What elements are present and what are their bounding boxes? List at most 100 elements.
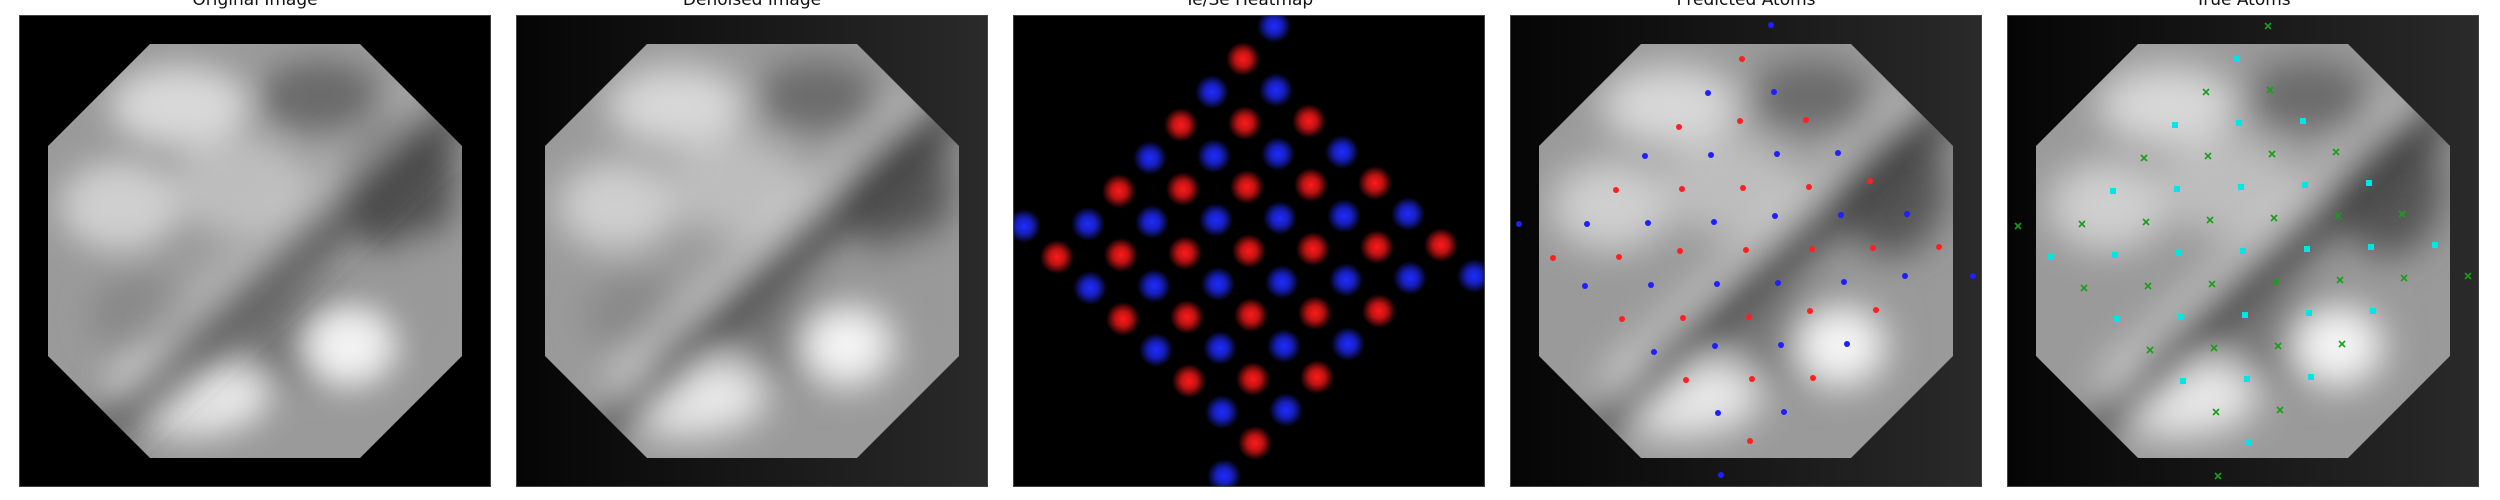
true-se-atom: [2210, 344, 2218, 352]
true-se-atom: [2338, 340, 2346, 348]
te-heat-spot: [1168, 236, 1202, 270]
true-te-atom: [2238, 184, 2244, 190]
true-se-atom: [2214, 472, 2222, 480]
true-te-atom: [2244, 376, 2250, 382]
te-heat-spot: [1424, 228, 1458, 262]
se-heat-spot: [1457, 259, 1484, 293]
panel-predicted-atoms: [1510, 15, 1982, 487]
true-te-atom: [2178, 314, 2184, 320]
predicted-se-atom: [1841, 279, 1847, 285]
true-te-atom: [2432, 242, 2438, 248]
te-heat-spot: [1294, 168, 1328, 202]
se-heat-spot: [1137, 269, 1171, 303]
te-heat-spot: [1360, 230, 1394, 264]
true-te-atom: [2242, 312, 2248, 318]
se-heat-spot: [1331, 327, 1365, 361]
se-heat-spot: [1257, 16, 1291, 43]
predicted-te-atom: [1613, 187, 1619, 193]
true-te-atom: [2048, 254, 2054, 260]
predicted-se-atom: [1835, 150, 1841, 156]
se-heat-spot: [1259, 73, 1293, 107]
true-se-atom: [2144, 282, 2152, 290]
octagon-sample: [48, 44, 462, 458]
te-heat-spot: [1228, 106, 1262, 140]
se-heat-spot: [1263, 201, 1297, 235]
se-heat-spot: [1267, 329, 1301, 363]
true-se-atom: [2146, 346, 2154, 354]
te-heat-spot: [1106, 302, 1140, 336]
true-se-atom: [2276, 406, 2284, 414]
true-se-atom: [2206, 216, 2214, 224]
predicted-se-atom: [1775, 280, 1781, 286]
true-se-atom: [2464, 272, 2472, 280]
true-se-atom: [2272, 278, 2280, 286]
true-te-atom: [2112, 252, 2118, 258]
true-se-atom: [2204, 152, 2212, 160]
te-heat-spot: [1362, 294, 1396, 328]
true-te-atom: [2246, 440, 2252, 446]
predicted-se-atom: [1712, 343, 1718, 349]
true-te-atom: [2172, 122, 2178, 128]
predicted-atoms-plot: [1511, 16, 1981, 486]
se-heat-spot: [1265, 265, 1299, 299]
predicted-se-atom: [1651, 349, 1657, 355]
predicted-te-atom: [1680, 315, 1686, 321]
true-te-atom: [2110, 188, 2116, 194]
true-se-atom: [2142, 218, 2150, 226]
se-heat-spot: [1135, 205, 1169, 239]
true-te-atom: [2366, 180, 2372, 186]
true-se-atom: [2078, 220, 2086, 228]
te-heat-spot: [1232, 234, 1266, 268]
true-se-atom: [2270, 214, 2278, 222]
predicted-se-atom: [1904, 211, 1910, 217]
predicted-se-atom: [1781, 409, 1787, 415]
predicted-te-atom: [1807, 308, 1813, 314]
predicted-te-atom: [1803, 117, 1809, 123]
se-heat-spot: [1133, 141, 1167, 175]
predicted-te-atom: [1619, 316, 1625, 322]
se-heat-spot: [1201, 267, 1235, 301]
te-heat-spot: [1358, 166, 1392, 200]
predicted-te-atom: [1749, 376, 1755, 382]
true-se-atom: [2274, 342, 2282, 350]
predicted-se-atom: [1711, 219, 1717, 225]
predicted-se-atom: [1768, 22, 1774, 28]
panel-title-heatmap: Te/Se Heatmap: [1184, 0, 1314, 10]
te-heat-spot: [1300, 360, 1334, 394]
panel-denoised-image: [516, 15, 988, 487]
true-te-atom: [2234, 56, 2240, 62]
se-heat-spot: [1391, 197, 1425, 231]
te-heat-spot: [1102, 174, 1136, 208]
true-se-atom: [2208, 280, 2216, 288]
predicted-se-atom: [1771, 89, 1777, 95]
se-heat-spot: [1199, 203, 1233, 237]
predicted-te-atom: [1679, 186, 1685, 192]
true-atoms-plot: [2008, 16, 2478, 486]
true-se-atom: [2014, 222, 2022, 230]
predicted-se-atom: [1838, 212, 1844, 218]
predicted-se-atom: [1708, 152, 1714, 158]
predicted-te-atom: [1809, 246, 1815, 252]
te-heat-spot: [1040, 240, 1074, 274]
predicted-te-atom: [1550, 255, 1556, 261]
predicted-te-atom: [1743, 247, 1749, 253]
true-se-atom: [2202, 88, 2210, 96]
true-te-atom: [2300, 118, 2306, 124]
predicted-se-atom: [1582, 283, 1588, 289]
predicted-te-atom: [1867, 178, 1873, 184]
true-te-atom: [2304, 246, 2310, 252]
te-heat-spot: [1172, 364, 1206, 398]
se-heat-spot: [1325, 135, 1359, 169]
true-se-atom: [2334, 212, 2342, 220]
te-heat-spot: [1104, 238, 1138, 272]
predicted-te-atom: [1870, 245, 1876, 251]
denoised-image: [517, 16, 987, 486]
panel-title-predicted: Predicted Atoms: [1676, 0, 1816, 10]
predicted-te-atom: [1936, 244, 1942, 250]
se-heat-spot: [1073, 271, 1107, 305]
predicted-se-atom: [1774, 151, 1780, 157]
te-se-heatmap: [1014, 16, 1484, 486]
predicted-te-atom: [1806, 184, 1812, 190]
predicted-se-atom: [1645, 220, 1651, 226]
